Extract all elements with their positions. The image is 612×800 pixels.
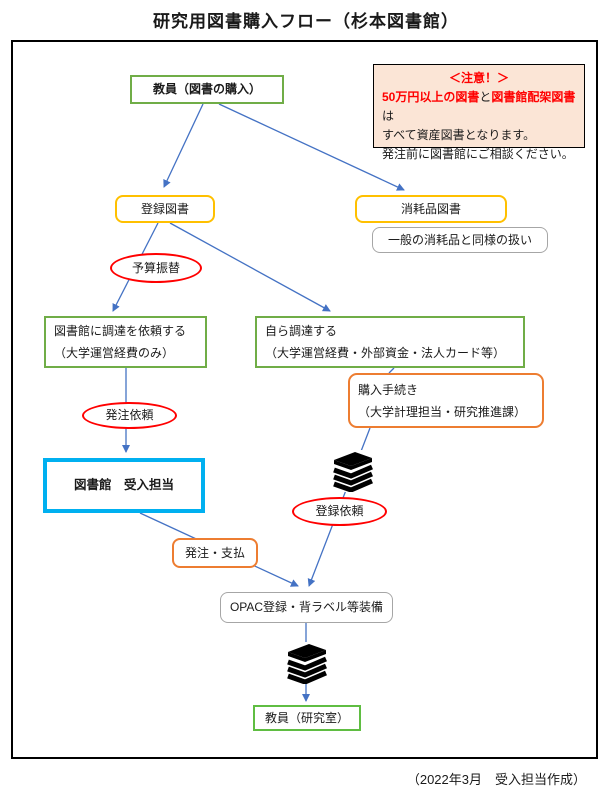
footer-credit: （2022年3月 受入担当作成） bbox=[406, 772, 586, 787]
notice-line1: 50万円以上の図書と図書館配架図書は bbox=[382, 90, 576, 123]
node-library-receiving: 図書館 受入担当 bbox=[43, 458, 205, 513]
node-registration-request: 登録依頼 bbox=[292, 497, 387, 526]
connector-self-to-procedure bbox=[388, 367, 395, 374]
books-icon bbox=[284, 642, 330, 684]
node-faculty-purchase: 教員（図書の購入） bbox=[130, 75, 284, 104]
notice-line3: 発注前に図書館にご相談ください。 bbox=[382, 147, 574, 161]
node-registered-books: 登録図書 bbox=[115, 195, 215, 223]
arrow-registered-to-self-procure bbox=[169, 222, 331, 312]
node-order-payment: 発注・支払 bbox=[172, 538, 258, 568]
node-faculty-lab: 教員（研究室） bbox=[253, 705, 361, 731]
books-icon bbox=[330, 450, 376, 492]
node-opac-processing: OPAC登録・背ラベル等装備 bbox=[220, 592, 393, 623]
node-order-request: 発注依頼 bbox=[82, 402, 177, 429]
node-consumable-note: 一般の消耗品と同様の扱い bbox=[372, 227, 548, 253]
node-budget-transfer: 予算振替 bbox=[110, 253, 202, 283]
node-purchase-procedure: 購入手続き （大学計理担当・研究推進課） bbox=[348, 373, 544, 428]
arrow-faculty-to-consumable bbox=[218, 103, 405, 191]
notice-heading: ＜注意！＞ bbox=[448, 71, 509, 85]
arrow-faculty-to-registered bbox=[163, 103, 204, 188]
node-self-procure: 自ら調達する （大学運営経費・外部資金・法人カード等） bbox=[255, 316, 525, 368]
outer-frame bbox=[11, 40, 598, 759]
notice-line2: すべて資産図書となります。 bbox=[382, 128, 536, 142]
node-request-library: 図書館に調達を依頼する （大学運営経費のみ） bbox=[44, 316, 207, 368]
page-title: 研究用図書購入フロー（杉本図書館） bbox=[153, 12, 459, 31]
node-consumable-books: 消耗品図書 bbox=[355, 195, 507, 223]
notice-box: ＜注意！＞ 50万円以上の図書と図書館配架図書は すべて資産図書となります。 発… bbox=[373, 64, 585, 161]
